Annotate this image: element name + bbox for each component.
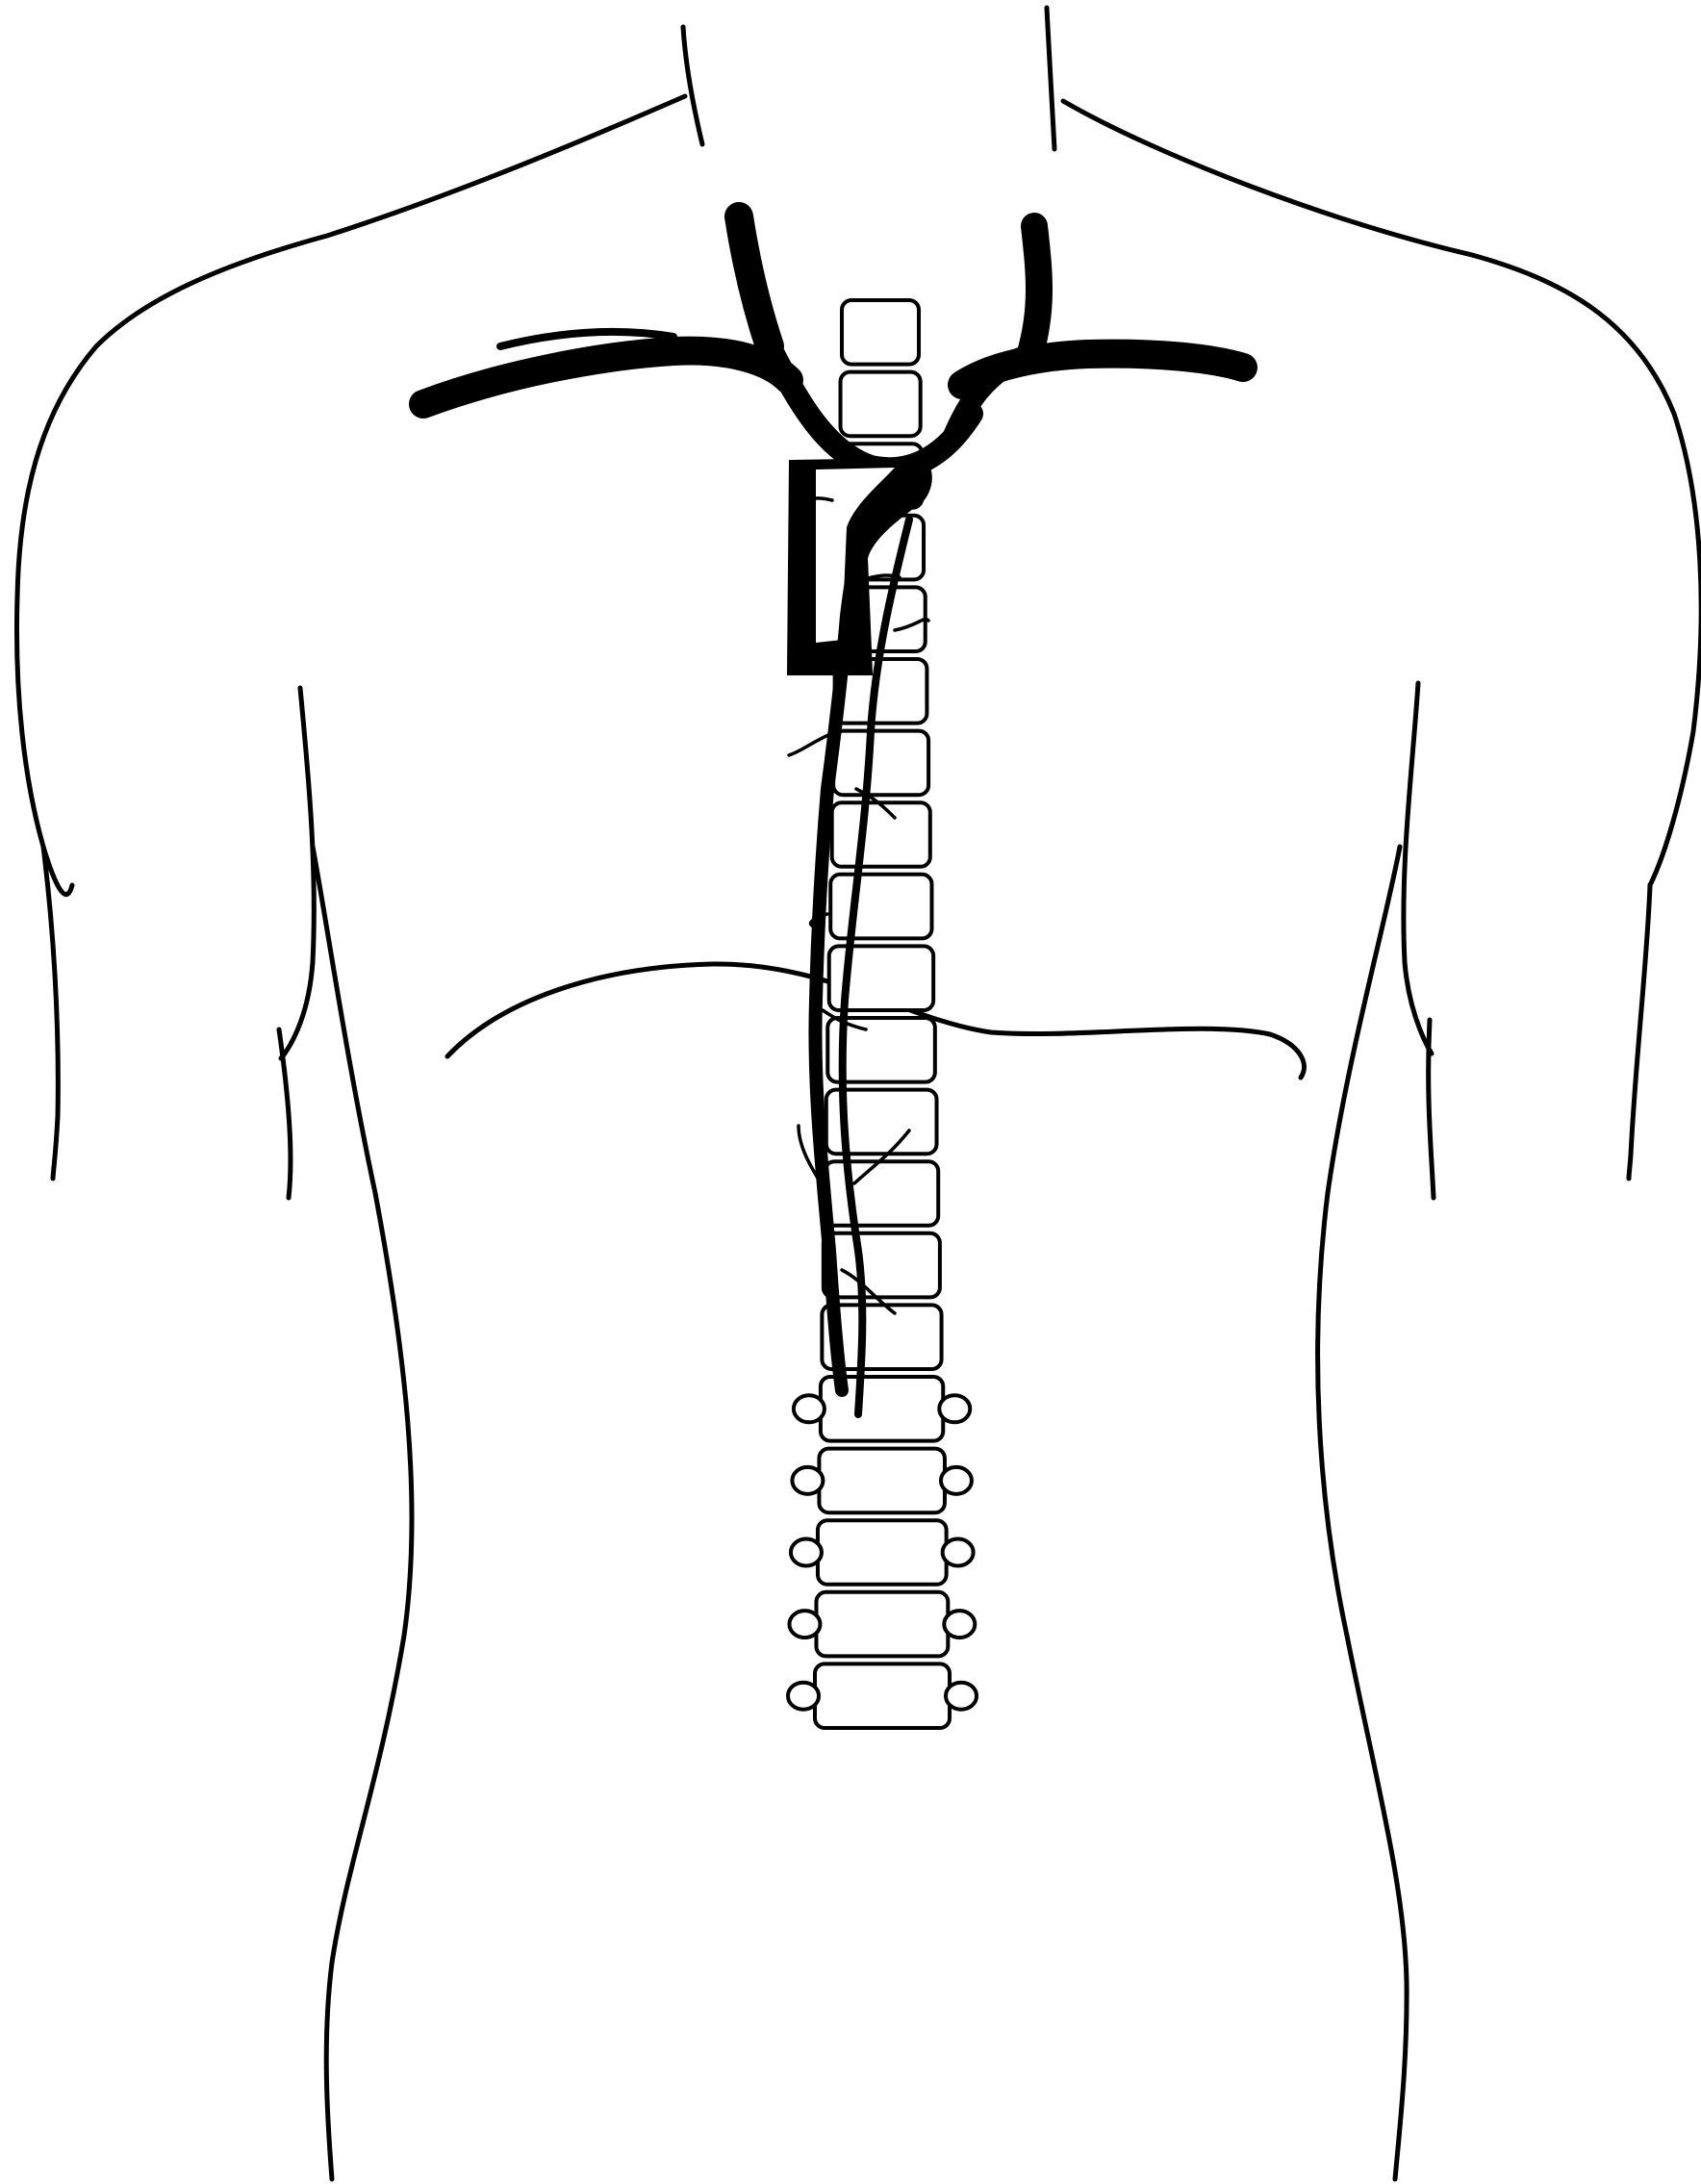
- right-arm-line: [1629, 885, 1650, 1179]
- transverse-process: [946, 1683, 977, 1710]
- vertebra: [815, 1663, 950, 1728]
- left-flank-line: [313, 847, 412, 2179]
- vertebra: [842, 300, 919, 365]
- neck-right-line: [1047, 8, 1054, 149]
- transverse-process: [788, 1683, 819, 1710]
- great-veins: [423, 216, 1243, 673]
- transverse-process: [791, 1539, 822, 1566]
- vertebra: [825, 1161, 938, 1226]
- right-inner-arm-line: [1404, 683, 1434, 1198]
- left-shoulder-line: [16, 96, 685, 895]
- left-jugular-vein: [739, 216, 770, 346]
- vertebra: [830, 875, 931, 939]
- right-shoulder-line: [1063, 101, 1701, 885]
- right-jugular-vein: [1029, 226, 1039, 356]
- left-subclavian-vein: [423, 351, 789, 404]
- transverse-process: [794, 1395, 825, 1422]
- transverse-process: [789, 1611, 820, 1638]
- vertebra: [841, 372, 921, 437]
- vertebra: [832, 802, 930, 867]
- right-flank-line: [1318, 847, 1407, 2179]
- vertebra: [819, 1449, 945, 1513]
- transverse-process: [939, 1395, 970, 1422]
- vertebra: [818, 1520, 947, 1585]
- left-arm-line: [43, 847, 58, 1179]
- neck-left-line: [683, 27, 702, 144]
- vertebra: [816, 1592, 948, 1657]
- transverse-process: [941, 1467, 972, 1494]
- vertebra: [824, 1233, 940, 1298]
- transverse-process: [944, 1611, 975, 1638]
- transverse-process: [792, 1467, 823, 1494]
- vertebra: [833, 731, 928, 796]
- transverse-process: [943, 1539, 974, 1566]
- left-inner-arm-line: [279, 688, 314, 1198]
